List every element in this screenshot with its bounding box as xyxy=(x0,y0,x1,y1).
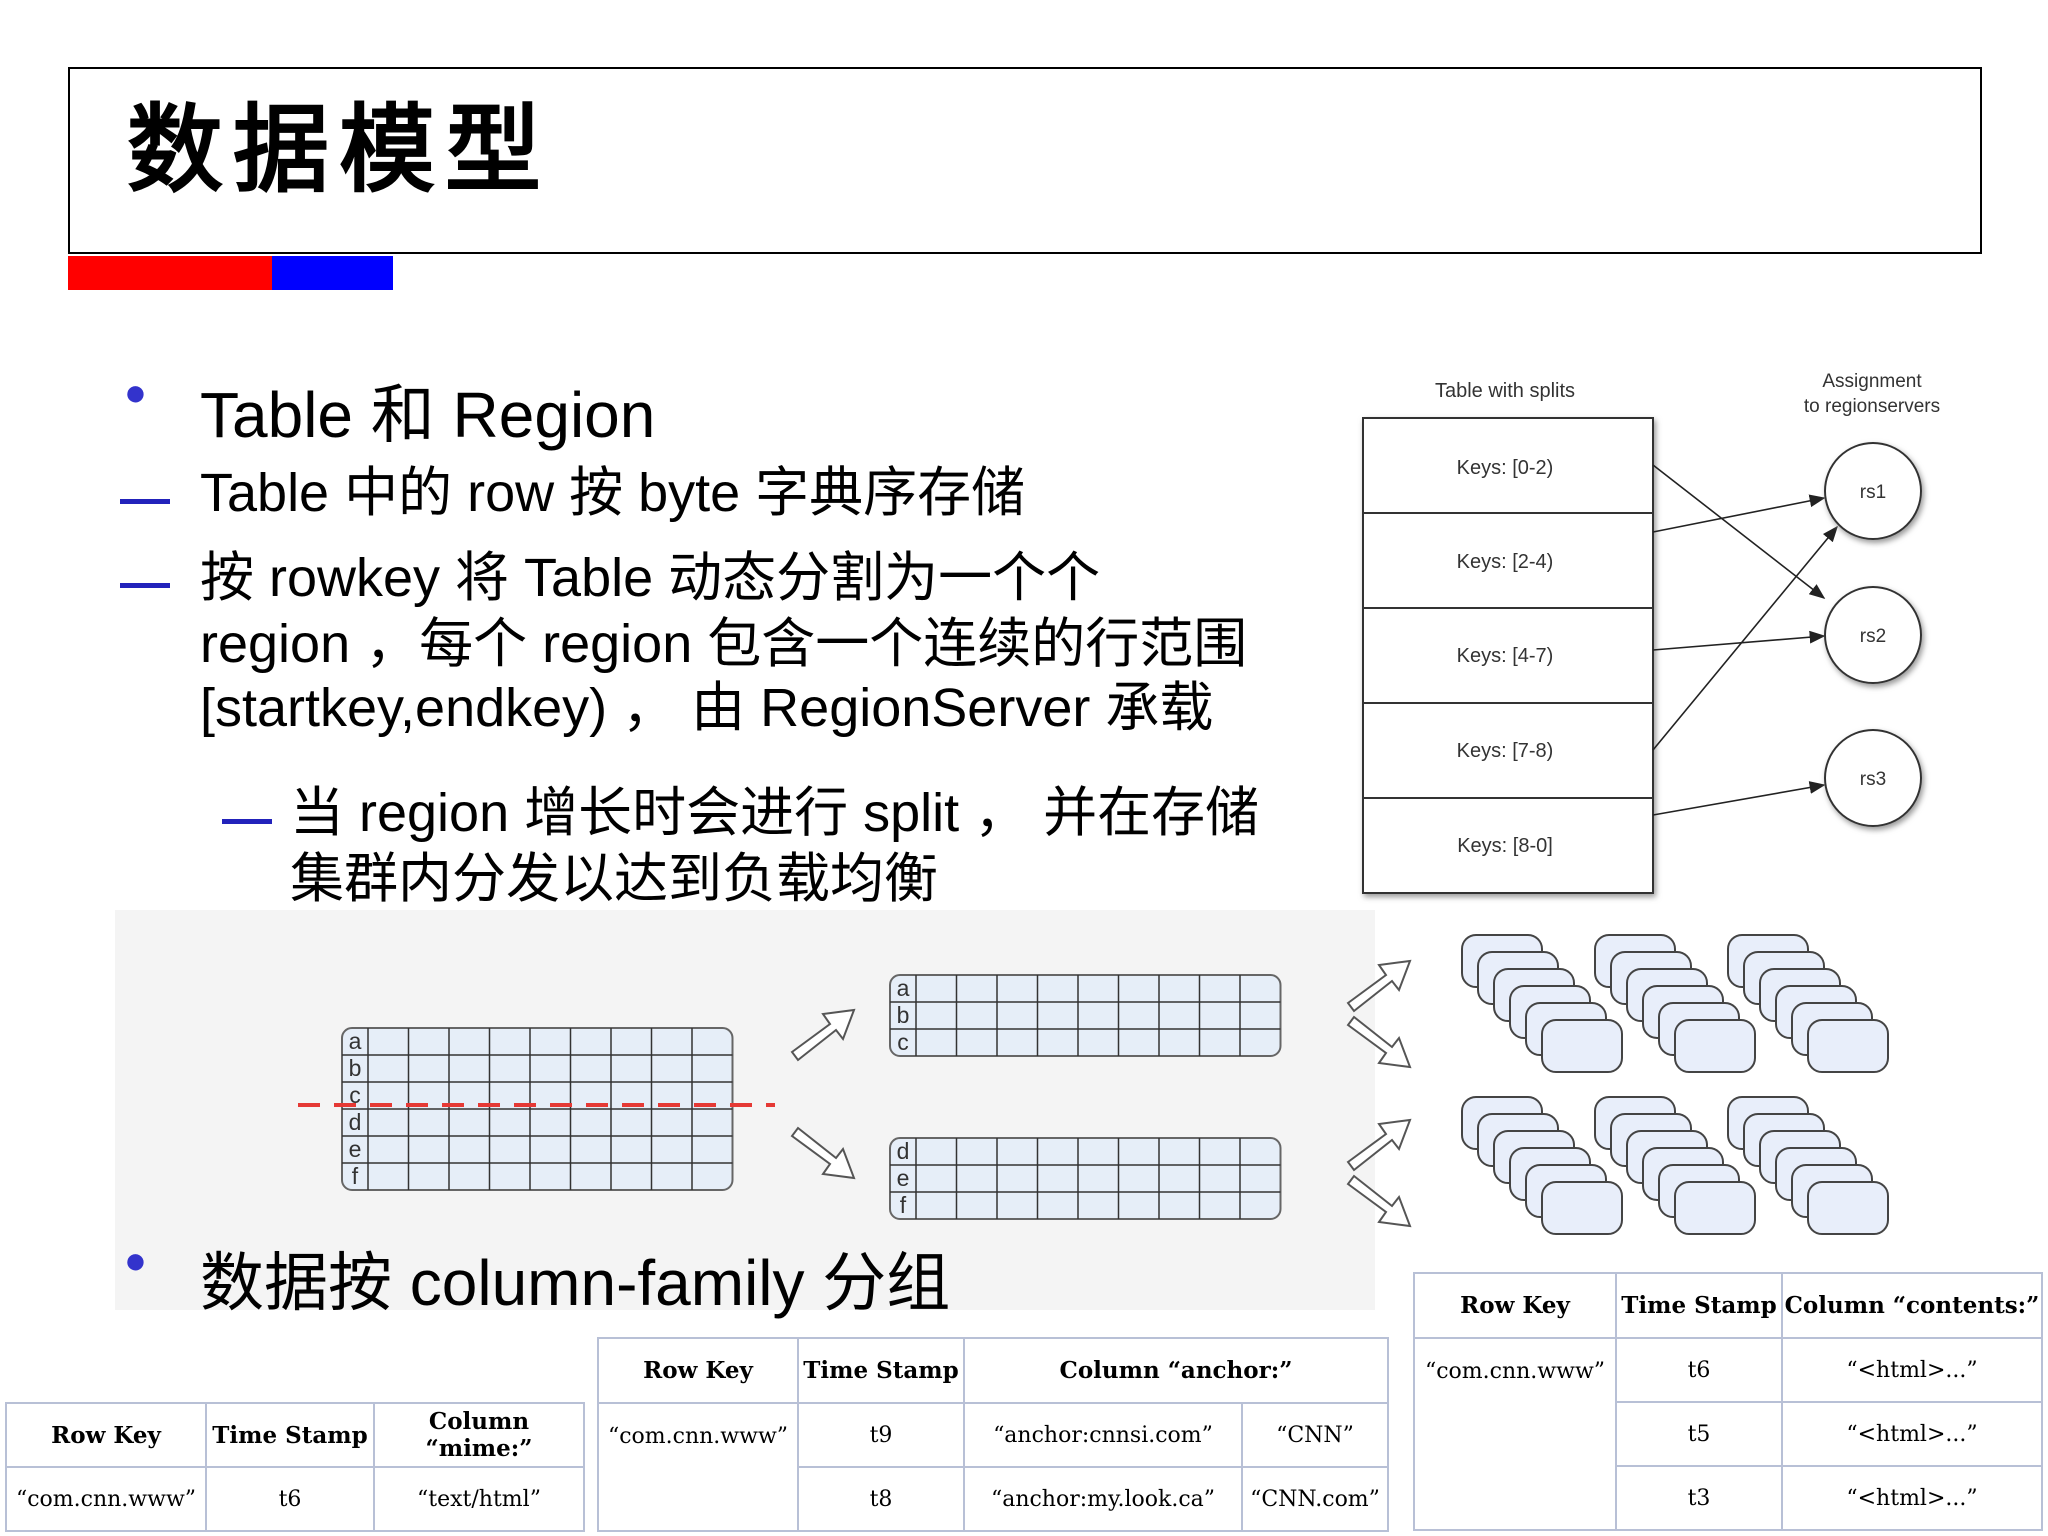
distribution-arrows xyxy=(1348,961,1410,1226)
cell-time-stamp: t9 xyxy=(798,1403,964,1467)
header-row-key: Row Key xyxy=(6,1403,206,1467)
cell-anchor-value: “CNN” xyxy=(1242,1403,1388,1467)
header-time-stamp: Time Stamp xyxy=(798,1338,964,1403)
row-label-f: f xyxy=(900,1192,907,1218)
key-range-2-4: Keys: [2-4) xyxy=(1457,551,1554,573)
mime-table: Row Key Time Stamp Column “mime:” “com.c… xyxy=(5,1402,585,1532)
split-region-top-grid: abc xyxy=(890,975,1281,1056)
rs2-label: rs2 xyxy=(1860,626,1886,647)
row-label-b: b xyxy=(897,1002,910,1028)
server-block xyxy=(1675,1182,1755,1234)
table-with-splits-label: Table with splits xyxy=(1435,380,1575,402)
key-range-4-7: Keys: [4-7) xyxy=(1457,645,1554,667)
arrow-down-right-icon xyxy=(1348,1176,1410,1226)
header-column-contents: Column “contents:” xyxy=(1782,1273,2042,1338)
cell-contents-value: “<html>...” xyxy=(1782,1402,2042,1466)
cell-time-stamp: t6 xyxy=(1616,1338,1782,1402)
cell-row-key: “com.cnn.www” xyxy=(1414,1338,1616,1530)
cell-anchor-qualifier: “anchor:my.look.ca” xyxy=(964,1467,1242,1531)
bullet-column-family: 数据按 column-family 分组 xyxy=(200,1232,950,1324)
row-label-d: d xyxy=(897,1138,910,1164)
row-label-a: a xyxy=(349,1028,362,1054)
split-region-bottom-grid: def xyxy=(890,1138,1281,1219)
sub-bullet-growth-line-1: 当 region 增长时会进行 split ， 并在存储 xyxy=(290,780,1259,846)
row-label-f: f xyxy=(352,1163,359,1189)
arrow-up-right-icon xyxy=(792,1010,854,1060)
distribution-figure xyxy=(1340,925,1920,1255)
cell-anchor-qualifier: “anchor:cnnsi.com” xyxy=(964,1403,1242,1467)
dash-icon: — xyxy=(222,793,272,843)
server-block xyxy=(1542,1020,1622,1072)
arrow-down-right-icon xyxy=(1348,1017,1410,1067)
server-block xyxy=(1675,1020,1755,1072)
cell-time-stamp: t3 xyxy=(1616,1466,1782,1530)
sub-bullet-split-line-1: 按 rowkey 将 Table 动态分割为一个个 xyxy=(200,545,1100,611)
split-arrows xyxy=(792,1010,854,1178)
row-label-d: d xyxy=(349,1109,362,1135)
header-time-stamp: Time Stamp xyxy=(206,1403,374,1467)
cell-anchor-value: “CNN.com” xyxy=(1242,1467,1388,1531)
cell-row-key: “com.cnn.www” xyxy=(598,1403,798,1531)
sub-bullet-row-order: Table 中的 row 按 byte 字典序存储 xyxy=(200,460,1025,526)
arrow-down-right-icon xyxy=(792,1128,854,1178)
header-row-key: Row Key xyxy=(598,1338,798,1403)
server-block xyxy=(1542,1182,1622,1234)
header-time-stamp: Time Stamp xyxy=(1616,1273,1782,1338)
cell-contents-value: “<html>...” xyxy=(1782,1466,2042,1530)
rs1-label: rs1 xyxy=(1860,482,1886,503)
slide-title: 数据模型 xyxy=(127,72,551,211)
key-range-0-2: Keys: [0-2) xyxy=(1457,457,1554,479)
rs3-label: rs3 xyxy=(1860,769,1886,790)
assignment-label-2: to regionservers xyxy=(1804,396,1940,417)
header-column-anchor: Column “anchor:” xyxy=(964,1338,1388,1403)
cell-time-stamp: t8 xyxy=(798,1467,964,1531)
bullet-dot-icon: ● xyxy=(124,372,147,415)
server-blocks xyxy=(1462,935,1888,1234)
header-row-key: Row Key xyxy=(1414,1273,1616,1338)
sub-bullet-growth-line-2: 集群内分发以达到负载均衡 xyxy=(290,846,938,912)
row-label-e: e xyxy=(897,1165,910,1191)
assignment-arrows xyxy=(1653,465,1837,815)
red-accent-bar xyxy=(68,256,272,290)
server-block xyxy=(1808,1020,1888,1072)
server-block xyxy=(1808,1182,1888,1234)
cell-time-stamp: t6 xyxy=(206,1467,374,1531)
sub-bullet-split-line-2: region ，每个 region 包含一个连续的行范围 xyxy=(200,611,1247,677)
cell-time-stamp: t5 xyxy=(1616,1402,1782,1466)
assignment-label-1: Assignment xyxy=(1822,371,1922,392)
arrow-up-right-icon xyxy=(1348,961,1410,1011)
contents-table: Row Key Time Stamp Column “contents:” “c… xyxy=(1413,1272,2043,1531)
bullet-dot-icon: ● xyxy=(124,1240,147,1283)
dash-icon: — xyxy=(120,473,170,523)
key-range-7-8: Keys: [7-8) xyxy=(1457,740,1554,762)
blue-accent-bar xyxy=(272,256,393,290)
bullet-table-region: Table 和 Region xyxy=(200,364,655,456)
anchor-table: Row Key Time Stamp Column “anchor:” “com… xyxy=(597,1337,1389,1532)
key-range-8-0: Keys: [8-0] xyxy=(1457,835,1553,857)
arrow-up-right-icon xyxy=(1348,1120,1410,1170)
row-label-b: b xyxy=(349,1055,362,1081)
row-label-a: a xyxy=(897,975,910,1001)
dash-icon: — xyxy=(120,557,170,607)
cell-row-key: “com.cnn.www” xyxy=(6,1467,206,1531)
cell-mime-value: “text/html” xyxy=(374,1467,584,1531)
cell-contents-value: “<html>...” xyxy=(1782,1338,2042,1402)
region-assignment-diagram: Table with splits Assignment to regionse… xyxy=(1340,360,1940,920)
header-column-mime: Column “mime:” xyxy=(374,1403,584,1467)
sub-bullet-split-line-3: [startkey,endkey) ， 由 RegionServer 承载 xyxy=(200,675,1213,741)
row-label-c: c xyxy=(897,1029,909,1055)
row-label-e: e xyxy=(349,1136,362,1162)
